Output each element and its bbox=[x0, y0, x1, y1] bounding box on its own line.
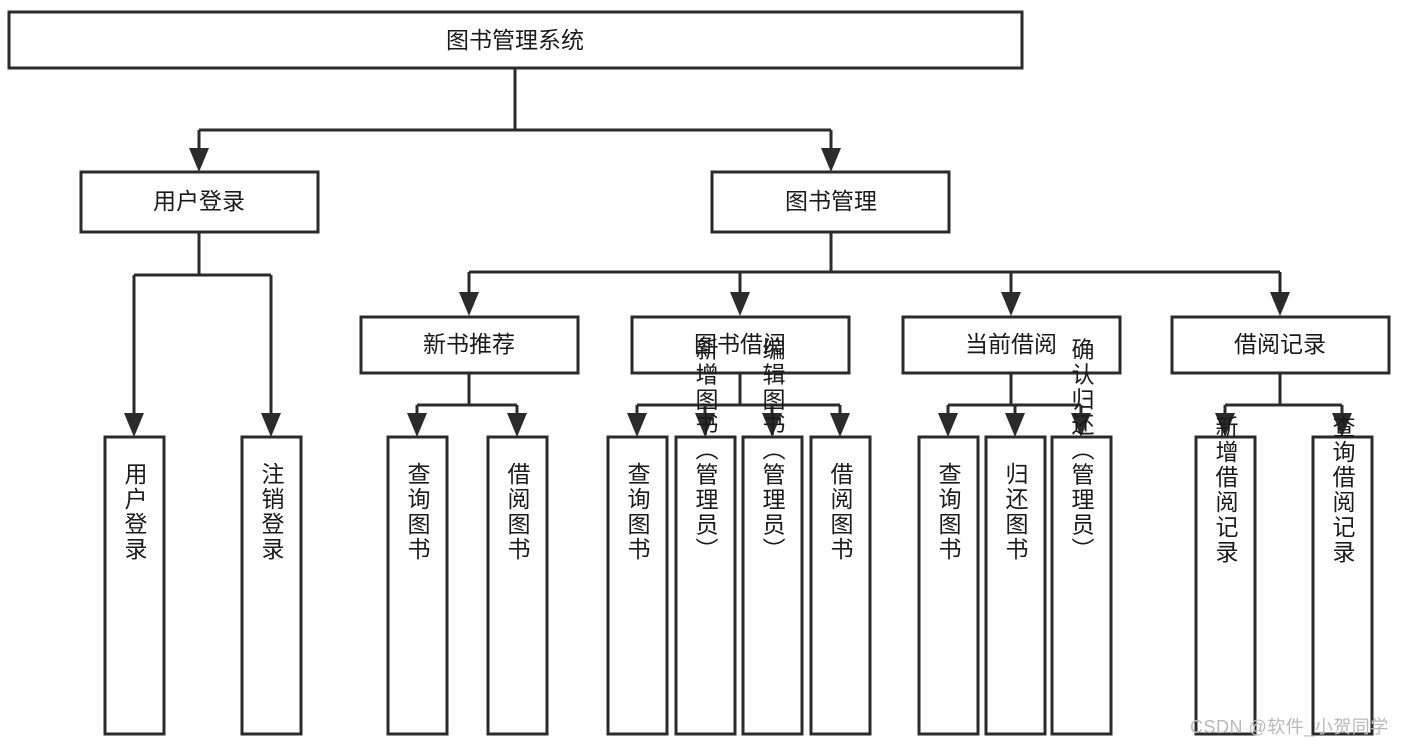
node-borrow-record[interactable]: 借阅记录 bbox=[1170, 315, 1391, 375]
node-leaf-return-book-box[interactable] bbox=[984, 435, 1047, 736]
node-leaf-add-record-box[interactable] bbox=[1194, 435, 1257, 736]
node-leaf-query-book-1-box[interactable] bbox=[386, 435, 449, 736]
node-book-borrow-box[interactable] bbox=[630, 315, 851, 375]
node-leaf-borrow-book-2-label: 借阅图书 bbox=[827, 462, 854, 562]
node-leaf-user-login-label: 用户登录 bbox=[121, 462, 148, 562]
node-current-borrow-box[interactable] bbox=[901, 315, 1122, 375]
arrow-head-leaf-logout bbox=[261, 413, 281, 437]
node-leaf-add-record[interactable]: 新增借阅记录 bbox=[1194, 415, 1257, 736]
node-borrow-record-label: 借阅记录 bbox=[1234, 331, 1326, 357]
node-leaf-edit-book[interactable]: 编辑图书（管理员） bbox=[741, 338, 804, 736]
node-leaf-return-book-label: 归还图书 bbox=[1002, 462, 1029, 562]
node-book-manage-box[interactable] bbox=[710, 170, 951, 234]
node-root-label: 图书管理系统 bbox=[446, 27, 584, 53]
node-book-manage[interactable]: 图书管理 bbox=[710, 170, 951, 234]
arrow-head-leaf-confirm-return bbox=[1071, 413, 1091, 437]
connector-group-book-borrow bbox=[627, 373, 850, 437]
node-leaf-confirm-return-box[interactable] bbox=[1050, 435, 1113, 736]
connector-group-book-manage bbox=[459, 232, 1290, 316]
node-leaf-query-book-3-label: 查询图书 bbox=[935, 462, 962, 562]
arrow-head-book-borrow bbox=[730, 292, 750, 316]
connector-group-current-borrow bbox=[938, 373, 1091, 437]
connector-group-root bbox=[189, 68, 841, 172]
node-leaf-user-login[interactable]: 用户登录 bbox=[103, 435, 166, 736]
node-leaf-add-record-label: 新增借阅记录 bbox=[1212, 415, 1239, 565]
arrow-head-leaf-user-login bbox=[124, 413, 144, 437]
node-leaf-logout-box[interactable] bbox=[240, 435, 303, 736]
node-leaf-confirm-return-label: 确认归还（管理员） bbox=[1068, 338, 1095, 563]
node-leaf-borrow-book-1[interactable]: 借阅图书 bbox=[486, 435, 549, 736]
arrow-head-leaf-borrow-book-1 bbox=[507, 413, 527, 437]
node-user-login[interactable]: 用户登录 bbox=[79, 170, 320, 234]
node-current-borrow-label: 当前借阅 bbox=[965, 331, 1057, 357]
node-user-login-label: 用户登录 bbox=[153, 188, 245, 214]
node-leaf-query-book-3-box[interactable] bbox=[917, 435, 980, 736]
node-leaf-confirm-return[interactable]: 确认归还（管理员） bbox=[1050, 338, 1113, 736]
node-leaf-logout-label: 注销登录 bbox=[258, 462, 285, 562]
arrow-head-leaf-query-book-3 bbox=[938, 413, 958, 437]
node-leaf-borrow-book-1-box[interactable] bbox=[486, 435, 549, 736]
arrow-head-leaf-edit-book bbox=[762, 413, 782, 437]
arrow-head-book-manage bbox=[821, 148, 841, 172]
arrow-head-borrow-record bbox=[1270, 292, 1290, 316]
node-leaf-query-book-1[interactable]: 查询图书 bbox=[386, 435, 449, 736]
node-new-book-rec[interactable]: 新书推荐 bbox=[359, 315, 580, 375]
node-leaf-query-record[interactable]: 查询借阅记录 bbox=[1311, 415, 1374, 736]
node-book-borrow-label: 图书借阅 bbox=[694, 331, 786, 357]
node-leaf-user-login-box[interactable] bbox=[103, 435, 166, 736]
node-leaf-add-book-box[interactable] bbox=[674, 435, 737, 736]
node-new-book-rec-label: 新书推荐 bbox=[423, 331, 515, 357]
node-book-manage-label: 图书管理 bbox=[785, 188, 877, 214]
node-leaf-add-book-label: 新增图书（管理员） bbox=[692, 338, 719, 563]
node-leaf-edit-book-label: 编辑图书（管理员） bbox=[759, 338, 786, 563]
arrow-head-leaf-add-record bbox=[1215, 413, 1235, 437]
node-leaf-return-book[interactable]: 归还图书 bbox=[984, 435, 1047, 736]
node-new-book-rec-box[interactable] bbox=[359, 315, 580, 375]
node-leaf-query-book-3[interactable]: 查询图书 bbox=[917, 435, 980, 736]
arrow-head-leaf-add-book bbox=[695, 413, 715, 437]
node-borrow-record-box[interactable] bbox=[1170, 315, 1391, 375]
arrow-head-leaf-return-book bbox=[1005, 413, 1025, 437]
connector-group-new-book-rec bbox=[407, 373, 527, 437]
connector-group-borrow-record bbox=[1215, 373, 1352, 437]
node-leaf-query-book-1-label: 查询图书 bbox=[404, 462, 431, 562]
arrow-head-new-book-rec bbox=[459, 292, 479, 316]
node-leaf-query-record-label: 查询借阅记录 bbox=[1329, 415, 1356, 565]
node-root[interactable]: 图书管理系统 bbox=[7, 10, 1024, 70]
node-leaf-query-book-2-box[interactable] bbox=[606, 435, 669, 736]
arrow-head-leaf-borrow-book-2 bbox=[830, 413, 850, 437]
node-user-login-box[interactable] bbox=[79, 170, 320, 234]
node-root-box[interactable] bbox=[7, 10, 1024, 70]
node-current-borrow[interactable]: 当前借阅 bbox=[901, 315, 1122, 375]
arrow-head-current-borrow bbox=[1001, 292, 1021, 316]
node-leaf-add-book[interactable]: 新增图书（管理员） bbox=[674, 338, 737, 736]
node-leaf-query-book-2-label: 查询图书 bbox=[624, 462, 651, 562]
connector-group-user-login bbox=[124, 232, 281, 437]
node-leaf-logout[interactable]: 注销登录 bbox=[240, 435, 303, 736]
node-leaf-edit-book-box[interactable] bbox=[741, 435, 804, 736]
arrow-head-leaf-query-book-1 bbox=[407, 413, 427, 437]
arrow-head-leaf-query-book-2 bbox=[627, 413, 647, 437]
node-leaf-borrow-book-1-label: 借阅图书 bbox=[504, 462, 531, 562]
node-leaf-borrow-book-2[interactable]: 借阅图书 bbox=[809, 435, 872, 736]
node-leaf-query-record-box[interactable] bbox=[1311, 435, 1374, 736]
arrow-head-user-login bbox=[189, 148, 209, 172]
arrow-head-leaf-query-record bbox=[1332, 413, 1352, 437]
node-leaf-borrow-book-2-box[interactable] bbox=[809, 435, 872, 736]
node-book-borrow[interactable]: 图书借阅 bbox=[630, 315, 851, 375]
node-leaf-query-book-2[interactable]: 查询图书 bbox=[606, 435, 669, 736]
